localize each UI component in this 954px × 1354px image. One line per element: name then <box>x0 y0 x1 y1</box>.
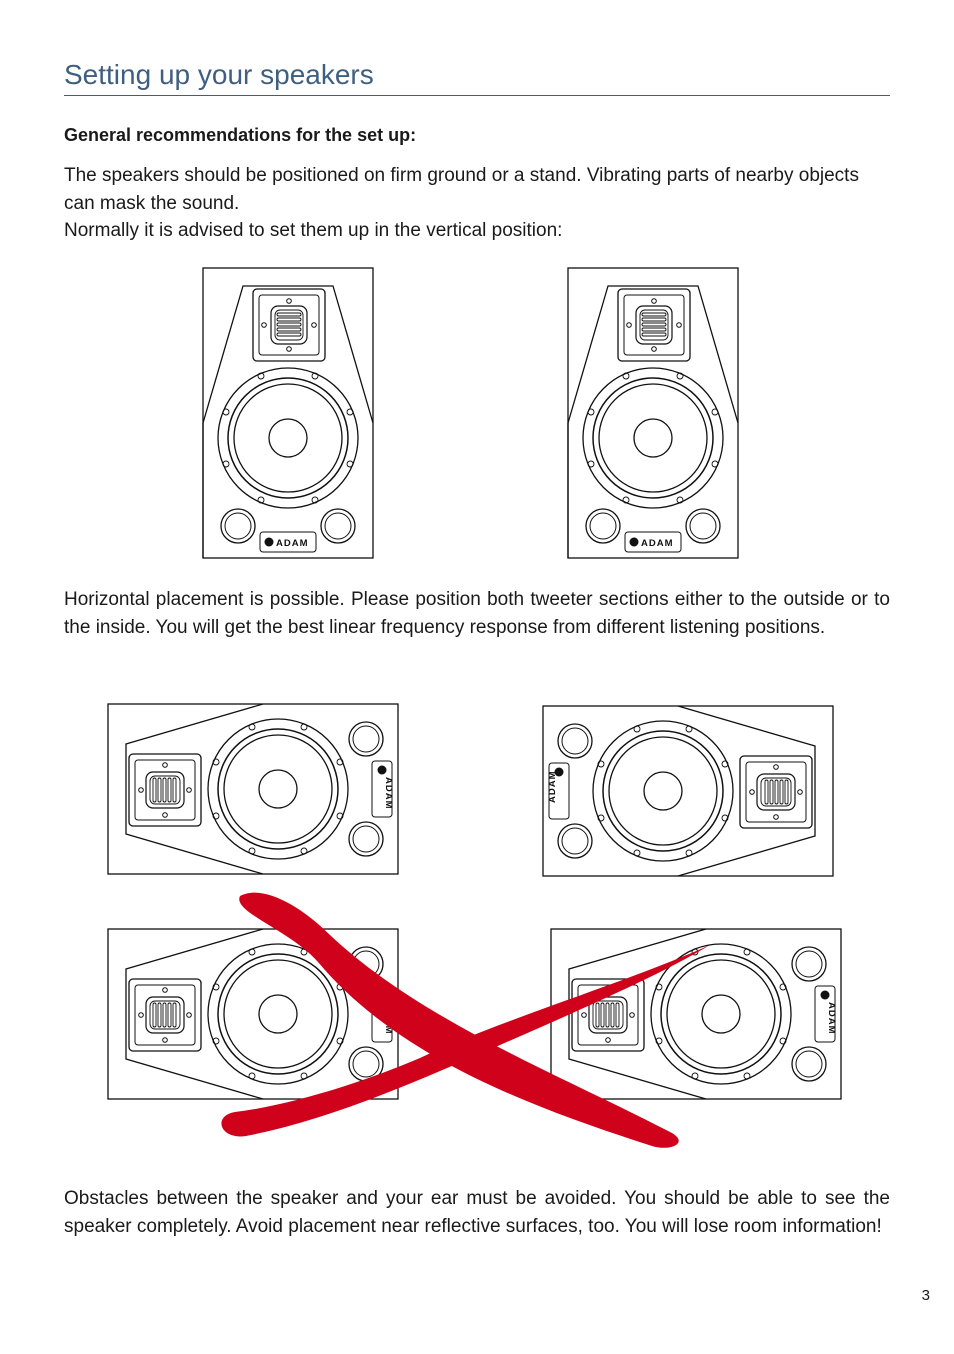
speaker-brand-label: ADAM <box>547 771 558 804</box>
paragraph-vertical-position: Normally it is advised to set them up in… <box>64 220 563 241</box>
speaker-horizontal-tweeter-left: ADAM <box>107 703 399 875</box>
paragraph-firm-ground: The speakers should be positioned on fir… <box>64 165 859 214</box>
page-number: 3 <box>921 1287 930 1304</box>
paragraph-horizontal-placement: Horizontal placement is possible. Please… <box>64 589 890 638</box>
speaker-brand-label: ADAM <box>641 538 674 549</box>
speaker-brand-label: ADAM <box>276 538 309 549</box>
speaker-brand-label: ADAM <box>826 1002 837 1035</box>
speaker-vertical-left: ADAM <box>202 267 374 559</box>
section-subheading: General recommendations for the set up: <box>64 125 417 145</box>
page-title: Setting up your speakers <box>64 58 890 96</box>
speaker-horizontal-wrong-left: ADAM <box>107 928 399 1100</box>
speaker-brand-label: ADAM <box>383 777 394 810</box>
speaker-brand-label: ADAM <box>383 1002 394 1035</box>
speaker-horizontal-wrong-right: ADAM <box>550 928 842 1100</box>
speaker-vertical-right: ADAM <box>567 267 739 559</box>
speaker-horizontal-tweeter-right: ADAM <box>542 705 834 877</box>
paragraph-obstacles: Obstacles between the speaker and your e… <box>64 1188 890 1237</box>
